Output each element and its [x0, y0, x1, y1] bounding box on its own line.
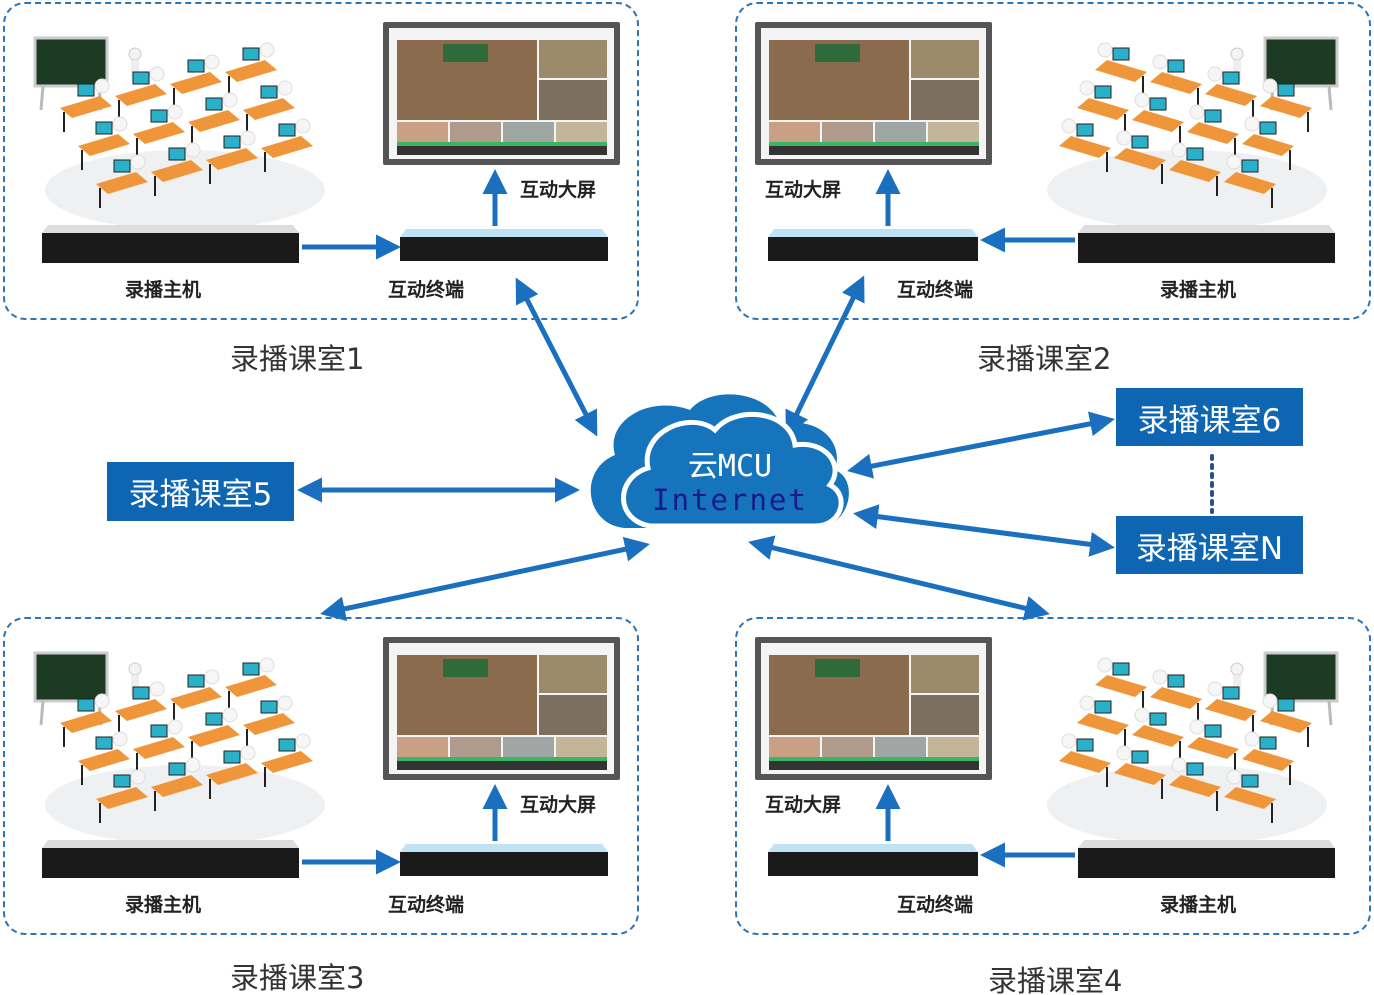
room-1-terminal-device — [400, 229, 608, 261]
room-3-terminal-label: 互动终端 — [388, 894, 465, 916]
cloud-subtitle: Internet — [652, 483, 808, 517]
room-2-recorder-label: 录播主机 — [1160, 279, 1237, 301]
room-3-recorder-label: 录播主机 — [125, 894, 202, 916]
cloud-label: 云MCU Internet — [640, 449, 820, 517]
room-4-title: 录播课室4 — [988, 964, 1123, 995]
room-1-recorder-device — [42, 225, 299, 263]
room-3-terminal-device — [400, 844, 608, 876]
room-2-terminal-label: 互动终端 — [897, 279, 974, 301]
room-1-container — [3, 2, 639, 320]
room-4-terminal-device — [768, 844, 978, 876]
room-3-container — [3, 617, 639, 935]
room-2-interactive-screen — [755, 22, 992, 165]
room-3-screen-label: 互动大屏 — [520, 794, 597, 816]
room-6-cloud-link — [847, 411, 1115, 479]
room-3-title: 录播课室3 — [230, 961, 365, 995]
room-1-title: 录播课室1 — [230, 342, 365, 376]
room-4-terminal-label: 互动终端 — [897, 894, 974, 916]
room-3-cloud-link — [320, 536, 650, 622]
cloud-icon — [590, 394, 849, 529]
room-4-screen-label: 互动大屏 — [765, 794, 842, 816]
room-2-recorder-device — [1078, 225, 1335, 263]
room-3-classroom-illustration — [33, 651, 325, 845]
room-n-box: 录播课室N — [1116, 516, 1303, 574]
room-1-interactive-screen — [383, 22, 620, 165]
room-3-recorder-device — [42, 840, 299, 878]
room-2-screen-label: 互动大屏 — [765, 179, 842, 201]
room-2-container — [735, 2, 1371, 320]
room-1-recorder-label: 录播主机 — [125, 279, 202, 301]
room-1-classroom-illustration — [33, 36, 325, 230]
room-2-cloud-link — [785, 275, 865, 437]
room-2-terminal-device — [768, 229, 978, 261]
room-1-cloud-link — [515, 277, 598, 437]
room-2-title: 录播课室2 — [977, 342, 1112, 376]
room-4-interactive-screen — [755, 637, 992, 780]
room-n-cloud-link — [853, 504, 1115, 557]
room-4-recorder-label: 录播主机 — [1160, 894, 1237, 916]
room-1-screen-label: 互动大屏 — [520, 179, 597, 201]
room-1-terminal-label: 互动终端 — [388, 279, 465, 301]
room-5-box: 录播课室5 — [107, 462, 294, 521]
cloud-title: 云MCU — [687, 449, 773, 484]
room-6-box: 录播课室6 — [1116, 388, 1303, 446]
room-4-recorder-device — [1078, 840, 1335, 878]
room-4-cloud-link — [748, 535, 1050, 621]
room-4-container — [735, 617, 1371, 935]
room-2-classroom-illustration — [1047, 36, 1339, 230]
room-3-interactive-screen — [383, 637, 620, 780]
room-4-classroom-illustration — [1047, 651, 1339, 845]
